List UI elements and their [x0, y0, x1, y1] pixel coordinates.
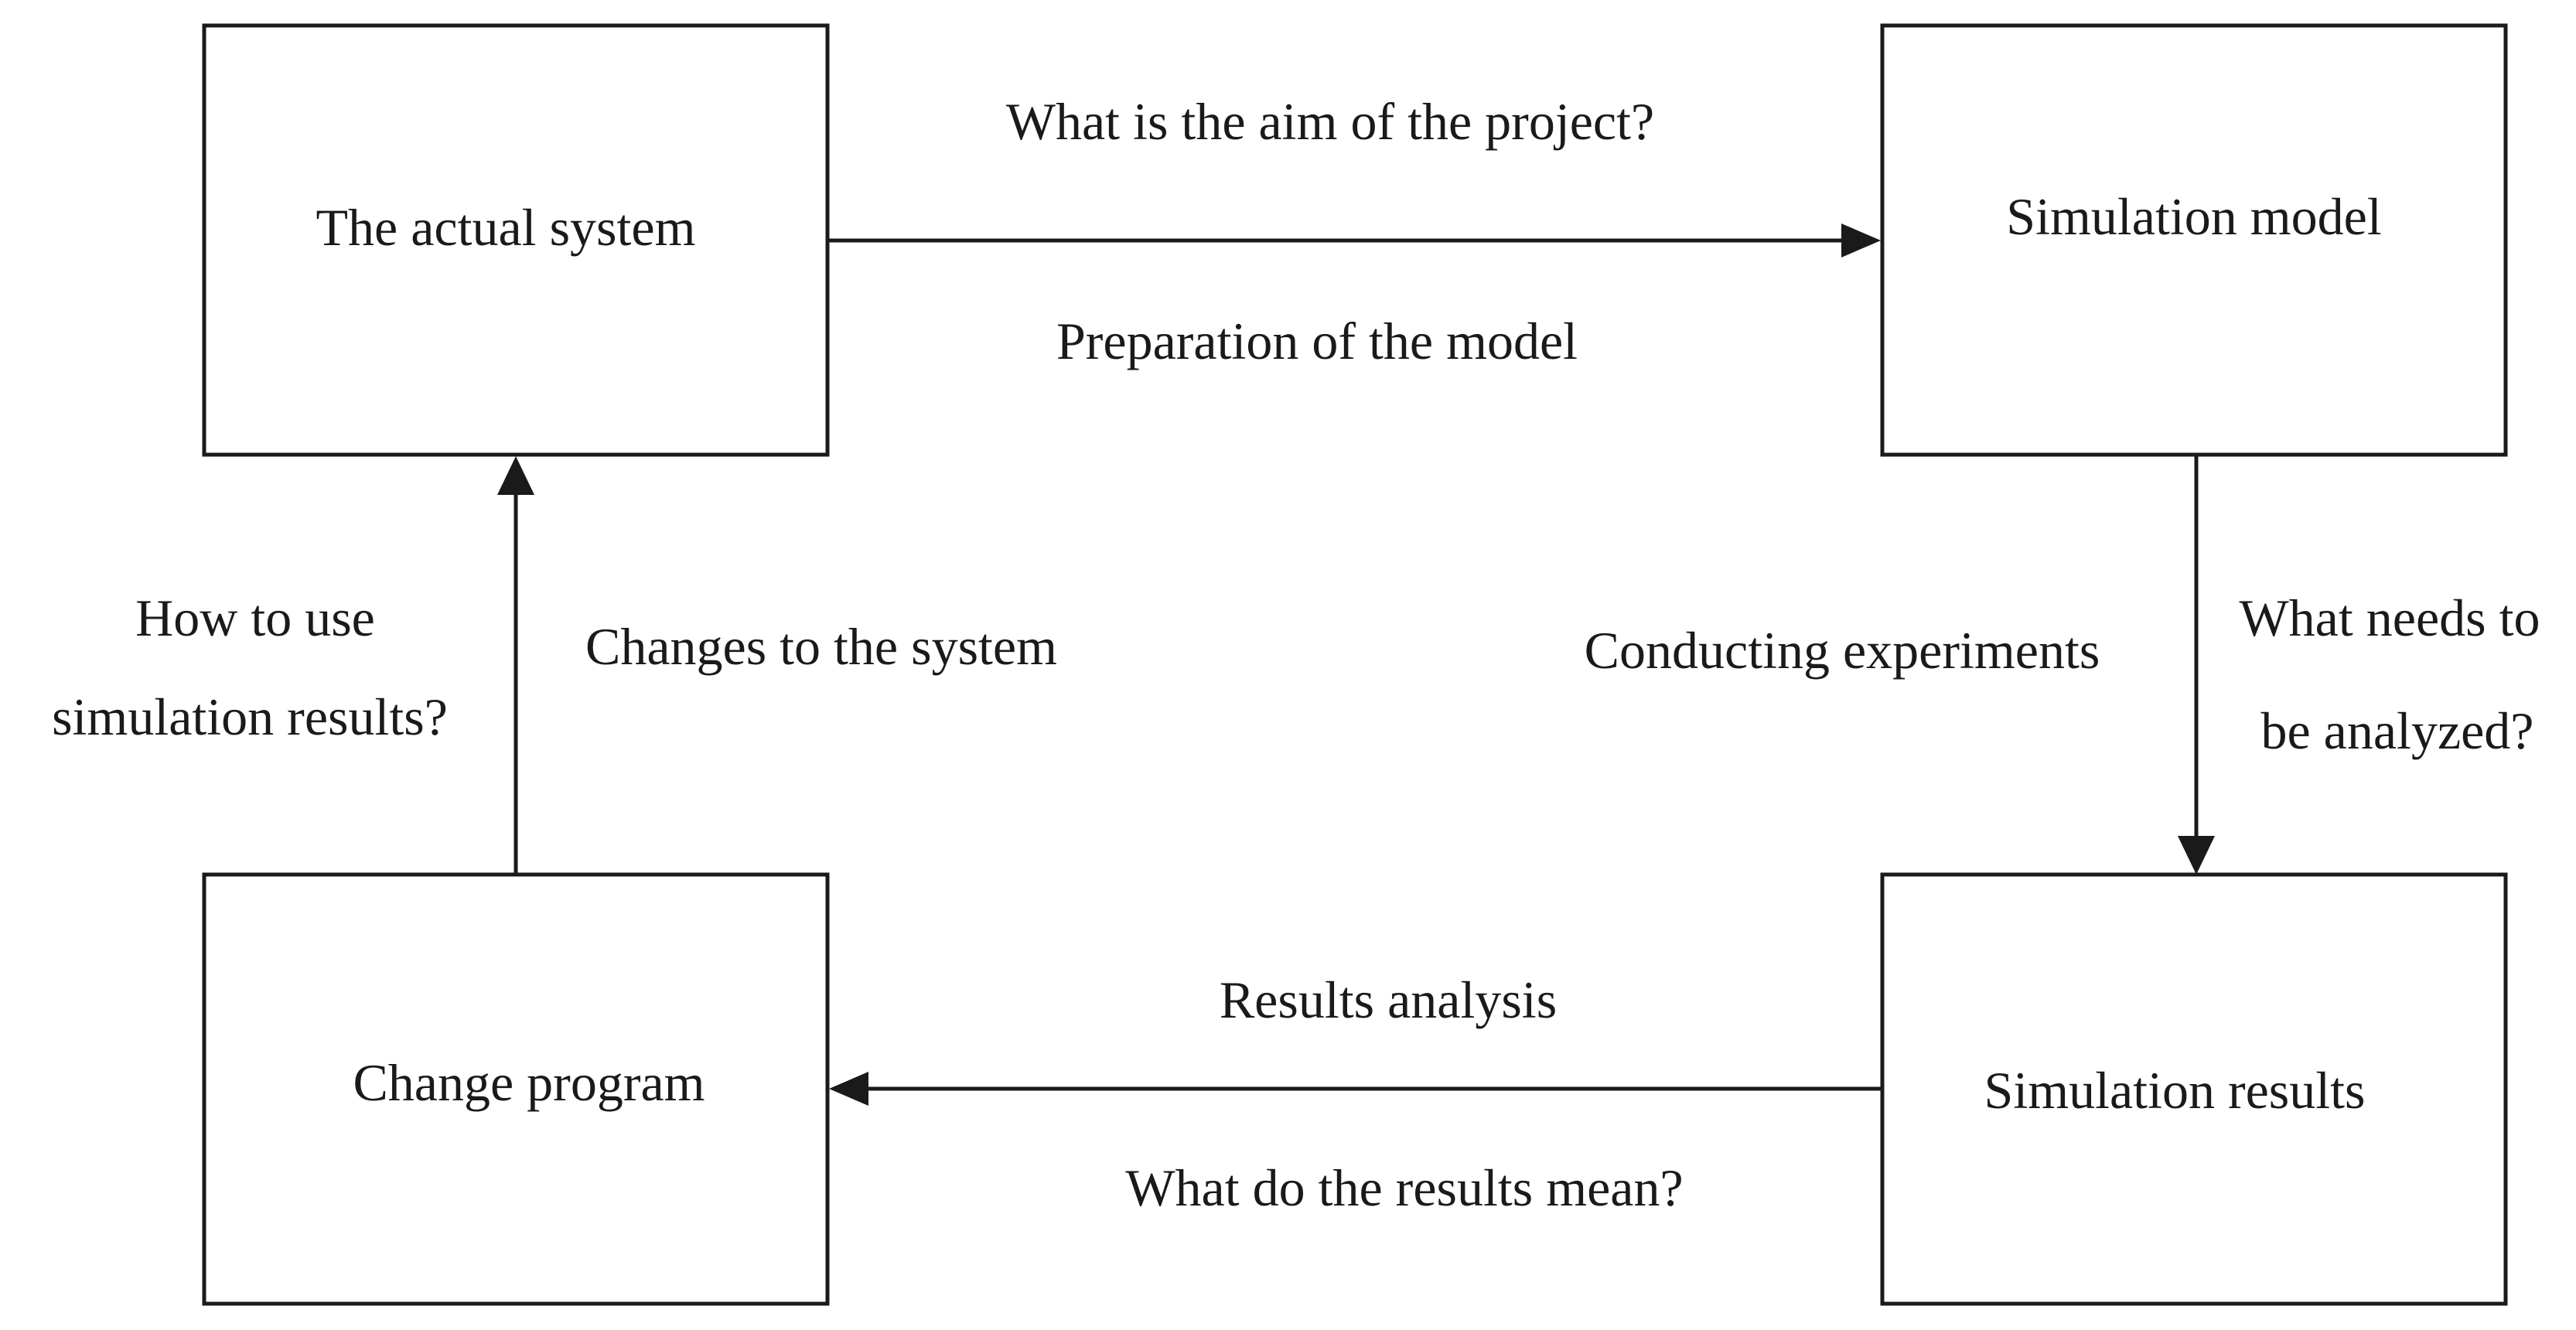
- box-simulation-results-label: Simulation results: [1984, 1061, 2366, 1120]
- arrow-model-to-results: [2178, 456, 2215, 875]
- arrowhead-right: [1841, 223, 1881, 257]
- box-change-program: Change program: [202, 872, 830, 1306]
- label-what-needs-to: What needs to: [2240, 588, 2540, 647]
- arrow-results-to-change: [829, 1072, 1882, 1106]
- box-change-program-label: Change program: [353, 1053, 705, 1112]
- arrowhead-down: [2178, 836, 2215, 875]
- label-aim-of-project: What is the aim of the project?: [1006, 92, 1654, 151]
- box-actual-system: The actual system: [202, 23, 830, 457]
- label-what-do-results-mean: What do the results mean?: [1125, 1158, 1683, 1217]
- arrow-change-to-system: [497, 456, 534, 875]
- box-actual-system-label: The actual system: [316, 198, 696, 257]
- arrowhead-up: [497, 456, 534, 495]
- label-preparation-of-model: Preparation of the model: [1056, 312, 1578, 370]
- label-simulation-results-question: simulation results?: [52, 687, 448, 746]
- label-be-analyzed: be analyzed?: [2261, 701, 2534, 760]
- box-simulation-model: Simulation model: [1880, 23, 2508, 457]
- arrowhead-left: [829, 1072, 868, 1106]
- label-how-to-use: How to use: [135, 588, 375, 647]
- label-conducting-experiments: Conducting experiments: [1585, 621, 2100, 680]
- label-results-analysis: Results analysis: [1220, 970, 1557, 1029]
- box-simulation-model-label: Simulation model: [2006, 187, 2381, 246]
- box-simulation-results: Simulation results: [1880, 872, 2508, 1306]
- arrow-system-to-model: [829, 223, 1881, 257]
- label-changes-to-system: Changes to the system: [585, 617, 1057, 676]
